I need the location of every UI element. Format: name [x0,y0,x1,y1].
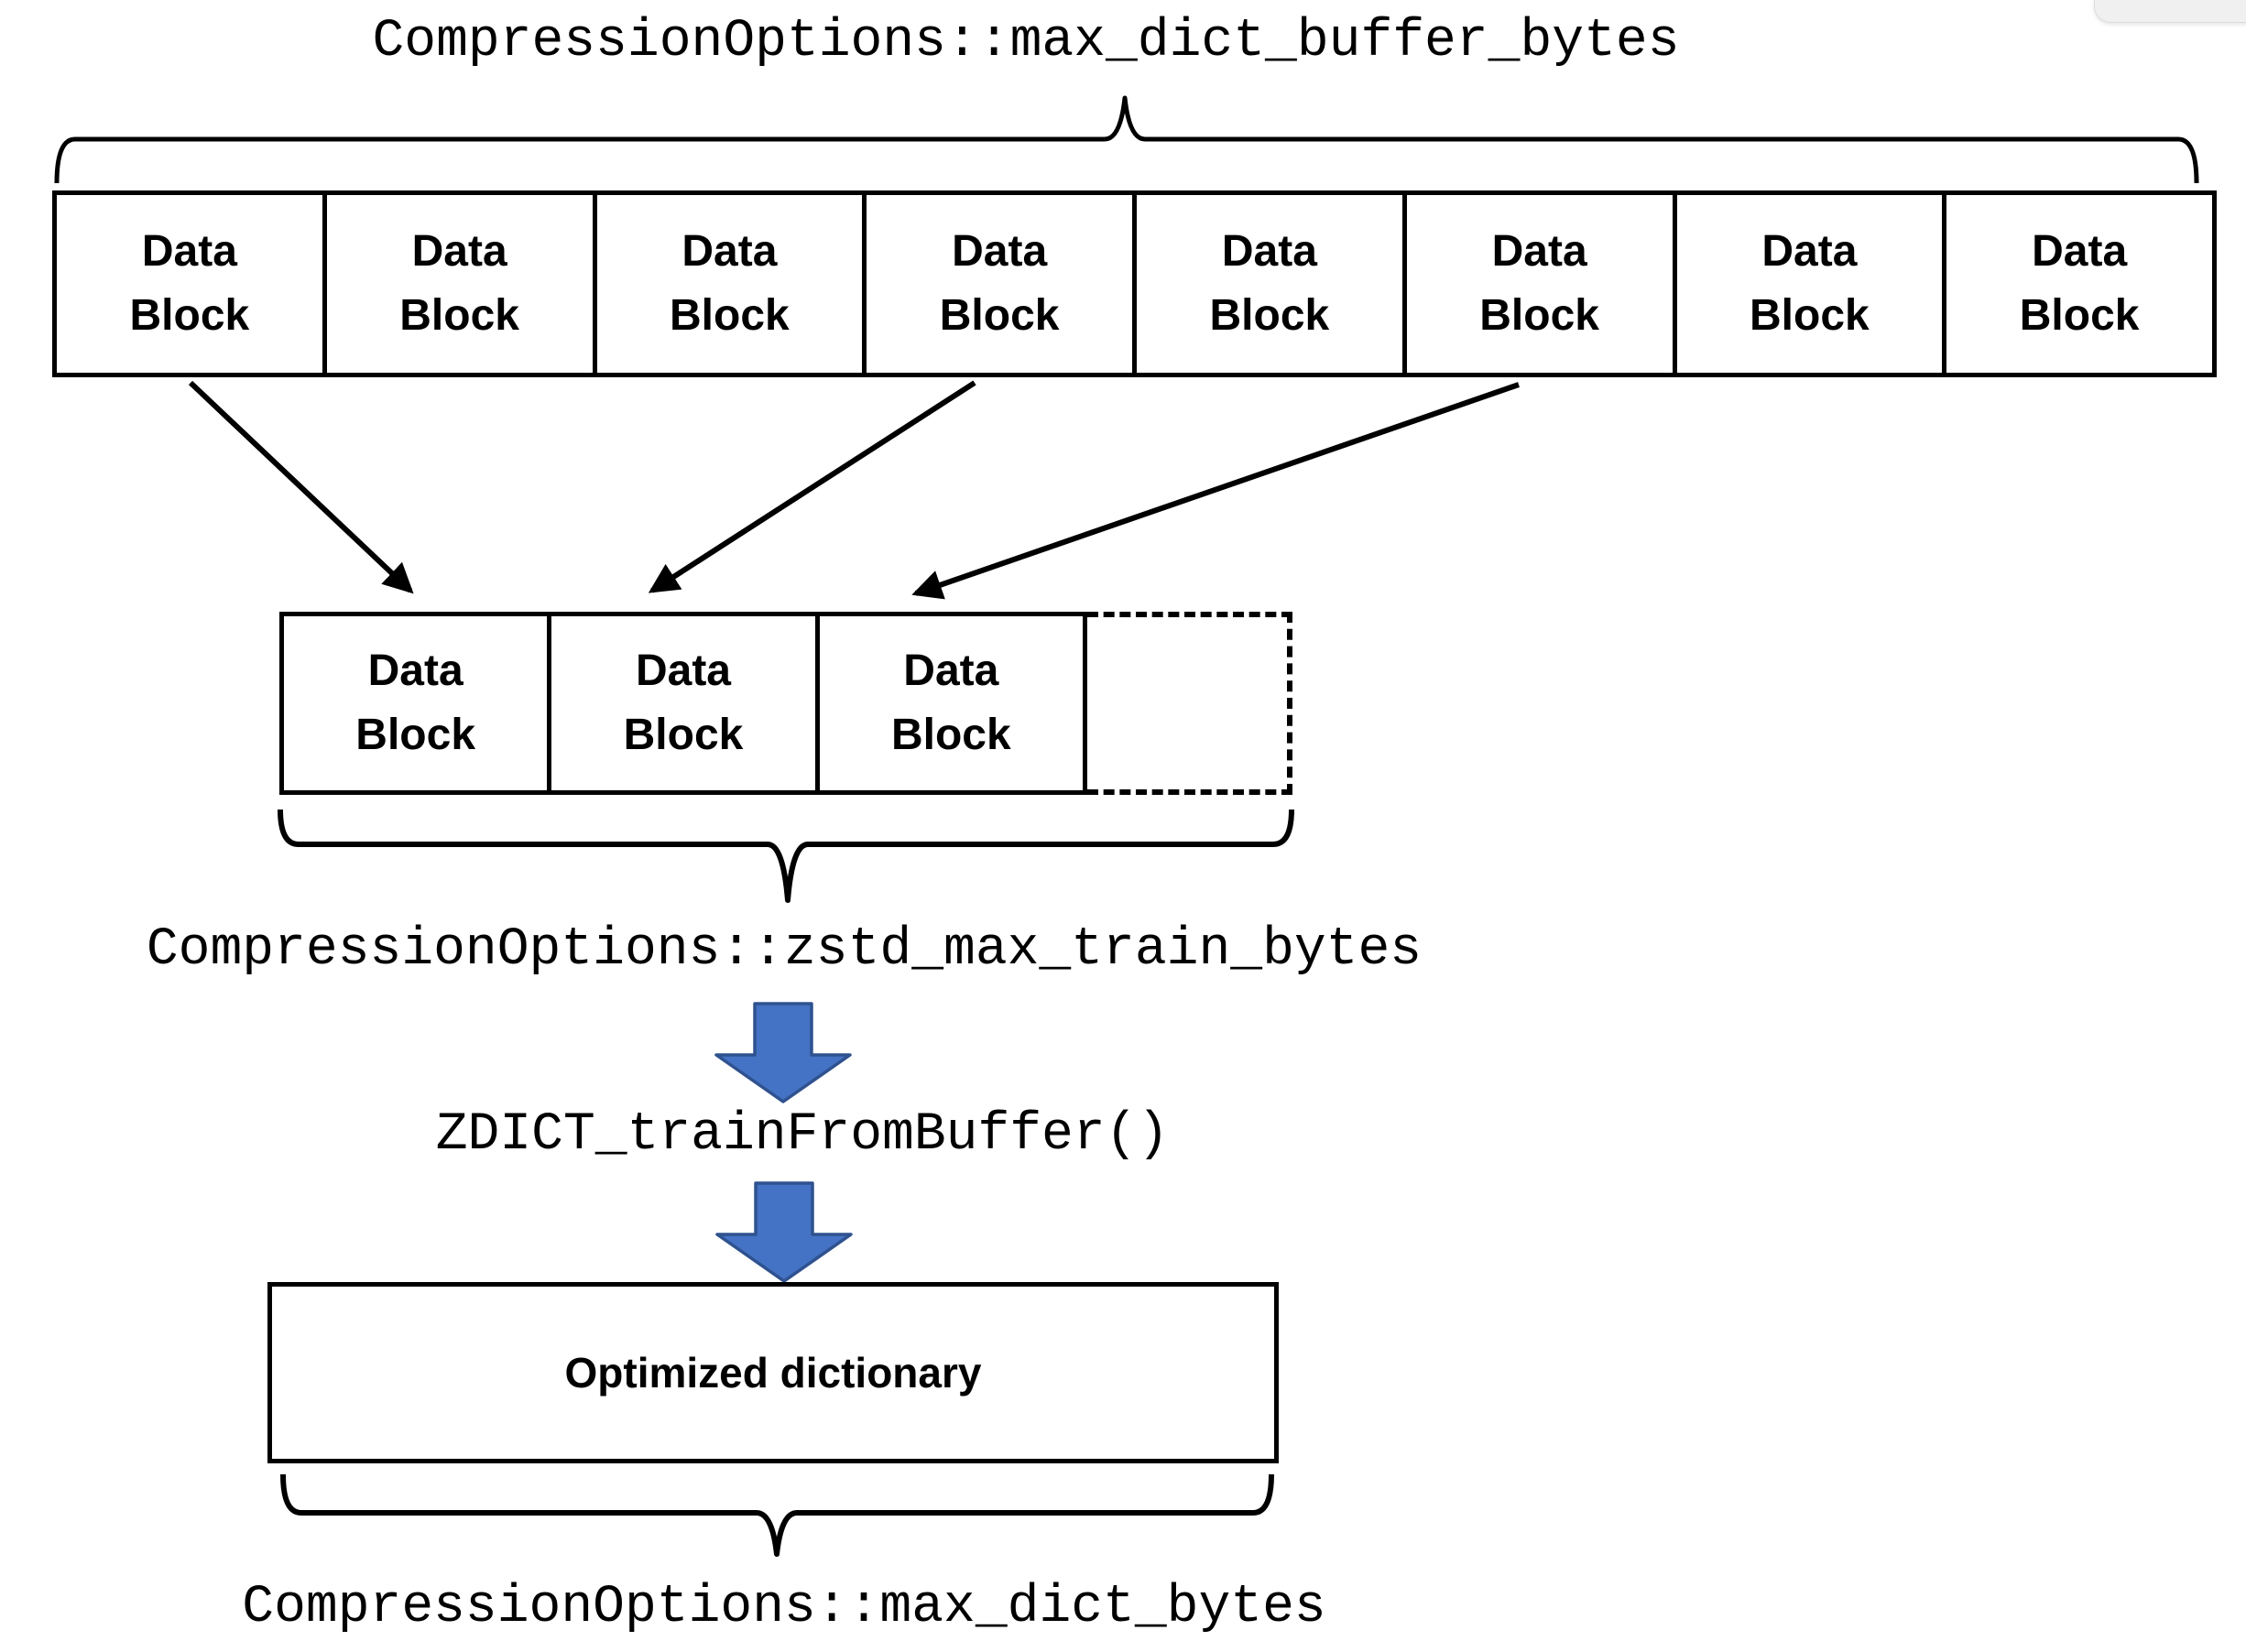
down-arrow-shape [714,1002,852,1103]
data-block-label: Data Block [1209,227,1330,340]
down-arrow-icon [714,1002,852,1103]
zstd-max-train-bytes-label: CompressionOptions::zstd_max_train_bytes [146,920,1423,980]
data-block-label: Data Block [399,227,519,340]
sample-arrow-3 [911,382,1520,600]
train-brace-icon [278,809,1294,903]
max-dict-buffer-bytes-label: CompressionOptions::max_dict_buffer_byte… [372,12,1680,71]
data-block: Data Block [327,195,597,373]
data-block: Data Block [284,616,552,790]
optimized-dictionary-label: Optimized dictionary [564,1348,982,1397]
data-block: Data Block [597,195,867,373]
data-block: Data Block [867,195,1137,373]
max-dict-bytes-label: CompressionOptions::max_dict_bytes [242,1578,1326,1637]
data-block-label: Data Block [623,647,744,759]
dict-brace-icon [280,1473,1274,1557]
buffer-row: Data Block Data Block Data Block Data Bl… [52,190,2217,377]
data-block-label: Data Block [1750,227,1870,340]
zdict-train-from-buffer-label: ZDICT_trainFromBuffer() [435,1105,1170,1165]
sample-arrow-1 [188,380,414,594]
data-block-label: Data Block [129,227,250,340]
data-block: Data Block [1677,195,1947,373]
data-block: Data Block [1407,195,1677,373]
data-block: Data Block [57,195,327,373]
data-block: Data Block [551,616,820,790]
down-arrow-shape [715,1181,853,1283]
data-block: Data Block [820,616,1083,790]
data-block-label: Data Block [2019,227,2140,340]
data-block-label: Data Block [890,647,1011,759]
browser-overlay-fragment [2094,0,2246,23]
data-block: Data Block [1137,195,1407,373]
sample-arrow-2 [648,380,976,593]
train-row: Data Block Data Block Data Block [279,612,1087,795]
data-block: Data Block [1946,195,2212,373]
top-brace-icon [54,95,2199,184]
optimized-dictionary-box: Optimized dictionary [267,1282,1279,1463]
down-arrow-icon [715,1181,853,1283]
data-block-label: Data Block [939,227,1060,340]
empty-dashed-block [1087,612,1292,795]
data-block-label: Data Block [355,647,476,759]
data-block-label: Data Block [1479,227,1599,340]
data-block-label: Data Block [670,227,790,340]
